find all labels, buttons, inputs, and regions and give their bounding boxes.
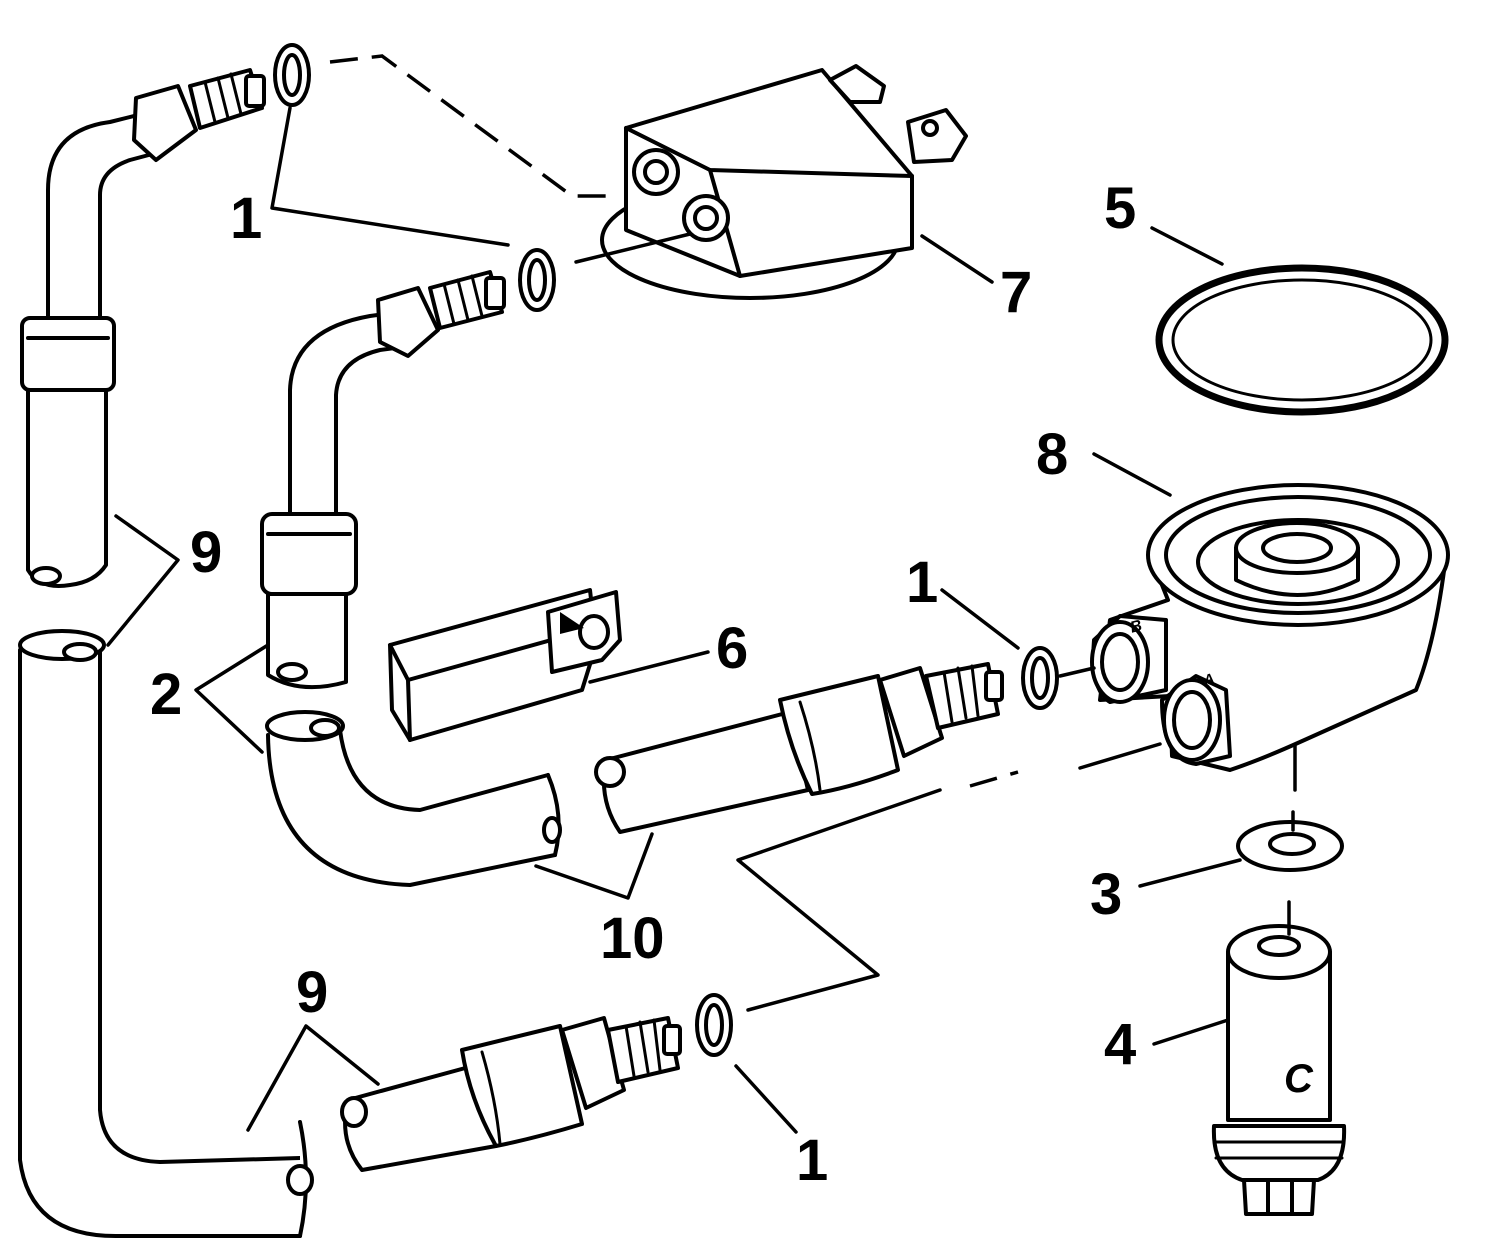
callout-1-top: 1 — [230, 186, 262, 251]
o-ring-top — [273, 43, 311, 107]
adapter-block — [600, 64, 968, 300]
o-ring-mid — [518, 248, 556, 312]
hose-9-bottom-fitting — [340, 1016, 682, 1172]
sealing-ring — [1155, 264, 1449, 416]
callout-10: 10 — [600, 906, 665, 971]
callout-6: 6 — [716, 616, 748, 681]
callout-2: 2 — [150, 662, 182, 727]
filter-washer — [1236, 820, 1344, 872]
callouts: 1 5 7 8 9 1 6 2 3 10 9 4 1 — [150, 176, 1136, 1193]
hose-9-upper — [20, 110, 162, 588]
hose-9-lower — [18, 629, 314, 1239]
filter-adapter-housing — [1090, 483, 1450, 772]
callout-3: 3 — [1090, 862, 1122, 927]
o-ring-right — [1021, 646, 1059, 710]
o-ring-bottom — [695, 993, 733, 1057]
fitting-top-left — [132, 68, 266, 162]
callout-1-mid: 1 — [906, 550, 938, 615]
callout-9-bot: 9 — [296, 960, 328, 1025]
callout-5: 5 — [1104, 176, 1136, 241]
hose-10-straight — [594, 662, 1004, 834]
hose-clamp — [388, 588, 622, 742]
callout-8: 8 — [1036, 422, 1068, 487]
callout-1-bot: 1 — [796, 1128, 828, 1193]
part-markings: B A C — [1128, 617, 1314, 1101]
callout-4: 4 — [1104, 1012, 1136, 1077]
port-b-mark: B — [1128, 617, 1144, 636]
hose-10-bend — [265, 710, 562, 887]
filter-c-mark: C — [1284, 1057, 1314, 1101]
port-a-mark: A — [1201, 670, 1216, 688]
leader-lines — [106, 106, 1242, 1134]
assembly-lines — [329, 54, 1297, 1012]
hose-2-tube — [260, 310, 412, 690]
callout-9-mid: 9 — [190, 520, 222, 585]
fitting-mid-left — [376, 270, 506, 358]
filter-connector — [1211, 924, 1347, 1216]
callout-7: 7 — [1000, 260, 1032, 325]
